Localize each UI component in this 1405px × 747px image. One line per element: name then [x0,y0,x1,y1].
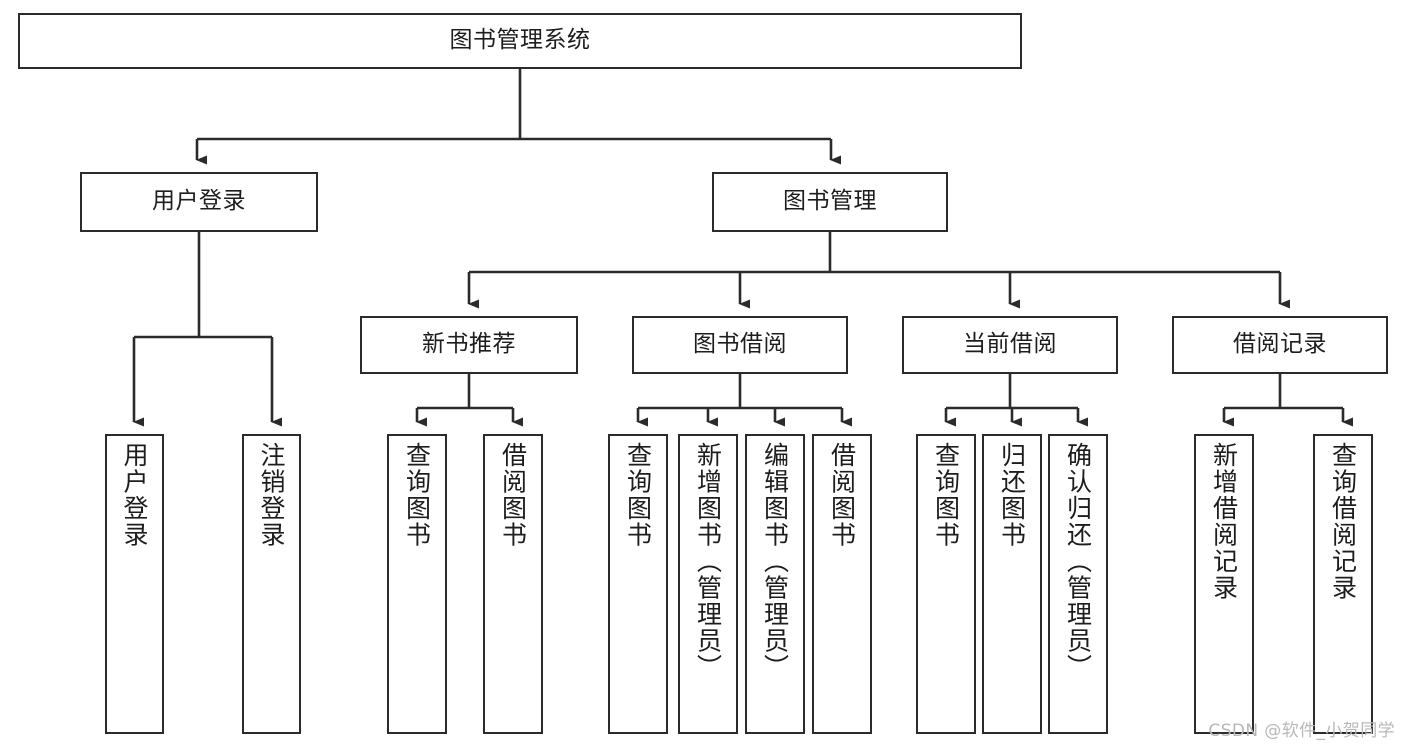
node-current-borrow[interactable]: 当前借阅 [902,316,1118,374]
node-leaf-borrow-book-1-label: 借阅图书 [498,442,528,548]
node-leaf-borrow-book-1[interactable]: 借阅图书 [483,434,543,734]
node-leaf-add-record[interactable]: 新增借阅记录 [1194,434,1254,734]
node-leaf-borrow-book-2[interactable]: 借阅图书 [812,434,872,734]
node-leaf-query-book-1-label: 查询图书 [402,442,432,548]
node-leaf-query-book-3-label: 查询图书 [931,442,961,548]
node-leaf-borrow-book-2-label: 借阅图书 [827,442,857,548]
node-leaf-user-login[interactable]: 用户登录 [105,434,164,734]
node-leaf-logout-label: 注销登录 [257,442,286,548]
node-leaf-query-record[interactable]: 查询借阅记录 [1313,434,1373,734]
node-leaf-query-book-2[interactable]: 查询图书 [608,434,668,734]
node-leaf-query-book-1[interactable]: 查询图书 [387,434,447,734]
node-borrow-record-label: 借阅记录 [1233,331,1327,358]
node-leaf-confirm-return[interactable]: 确认归还（管理员） [1048,434,1108,734]
node-leaf-query-record-label: 查询借阅记录 [1328,442,1358,601]
node-root[interactable]: 图书管理系统 [18,13,1022,69]
node-borrow-record[interactable]: 借阅记录 [1172,316,1388,374]
node-book-borrow-label: 图书借阅 [693,331,787,358]
node-root-label: 图书管理系统 [449,27,591,54]
node-leaf-add-record-label: 新增借阅记录 [1209,442,1239,601]
node-leaf-logout[interactable]: 注销登录 [242,434,301,734]
node-leaf-add-book[interactable]: 新增图书（管理员） [678,434,738,734]
node-new-book-recommend[interactable]: 新书推荐 [360,316,578,374]
watermark-text: CSDN @软件_小贺同学 [1208,721,1395,741]
node-leaf-edit-book-label: 编辑图书（管理员） [760,442,790,681]
node-new-book-recommend-label: 新书推荐 [422,331,516,358]
node-leaf-query-book-3[interactable]: 查询图书 [916,434,976,734]
node-user-login-label: 用户登录 [152,188,246,215]
node-leaf-user-login-label: 用户登录 [120,442,149,548]
node-book-borrow[interactable]: 图书借阅 [632,316,848,374]
node-leaf-return-book-label: 归还图书 [997,442,1027,548]
node-leaf-confirm-return-label: 确认归还（管理员） [1063,442,1093,681]
node-current-borrow-label: 当前借阅 [963,331,1057,358]
node-book-management[interactable]: 图书管理 [712,172,948,232]
node-leaf-edit-book[interactable]: 编辑图书（管理员） [745,434,805,734]
node-leaf-add-book-label: 新增图书（管理员） [693,442,723,681]
node-user-login[interactable]: 用户登录 [80,172,318,232]
node-leaf-query-book-2-label: 查询图书 [623,442,653,548]
node-leaf-return-book[interactable]: 归还图书 [982,434,1042,734]
node-book-management-label: 图书管理 [783,188,877,215]
